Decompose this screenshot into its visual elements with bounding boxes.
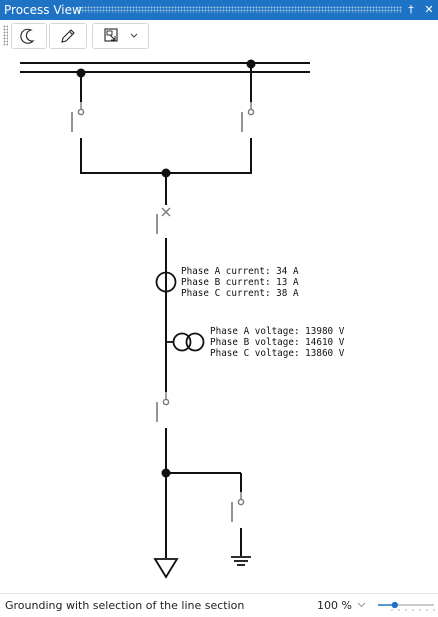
phase-a-current: Phase A current: 34 A xyxy=(181,266,299,277)
moon-icon xyxy=(20,28,35,44)
window-title: Process View xyxy=(4,3,82,17)
edit-button[interactable] xyxy=(49,23,87,49)
voltage-transformer[interactable] xyxy=(165,332,205,393)
status-text: Grounding with selection of the line sec… xyxy=(5,599,245,612)
current-readout: Phase A current: 34 A Phase B current: 1… xyxy=(181,266,299,299)
view-dropdown-button[interactable] xyxy=(92,23,149,49)
zoom-select[interactable]: 100 % xyxy=(311,596,371,614)
bus-connection-node-right xyxy=(246,59,256,102)
zoom-value: 100 % xyxy=(317,599,352,612)
bus-connection-node-left xyxy=(76,68,86,102)
zoom-slider-ticks xyxy=(391,609,435,611)
disconnector-right[interactable] xyxy=(241,102,255,173)
branch-junction xyxy=(80,168,252,205)
grounding-switch[interactable] xyxy=(231,492,245,556)
phase-c-current: Phase C current: 38 A xyxy=(181,288,299,299)
phase-b-current: Phase B current: 13 A xyxy=(181,277,299,288)
chevron-down-icon xyxy=(357,602,366,608)
status-bar: Grounding with selection of the line sec… xyxy=(0,593,438,617)
close-icon[interactable]: ✕ xyxy=(424,3,434,16)
title-bar-drag-grip[interactable] xyxy=(78,6,402,13)
select-view-icon xyxy=(104,28,118,42)
ground-icon xyxy=(231,556,251,566)
phase-a-voltage: Phase A voltage: 13980 V xyxy=(210,326,345,337)
zoom-slider[interactable] xyxy=(376,598,436,614)
toolbar-grip[interactable] xyxy=(3,25,8,46)
circuit-breaker[interactable] xyxy=(156,207,171,272)
pencil-icon xyxy=(61,29,75,43)
busbar[interactable] xyxy=(20,62,310,73)
line-disconnector[interactable] xyxy=(156,392,170,473)
grounding-junction xyxy=(161,468,242,492)
single-line-diagram xyxy=(20,59,310,579)
line-end-arrow-icon xyxy=(153,558,179,579)
pin-icon[interactable]: † xyxy=(408,3,414,16)
current-transformer[interactable] xyxy=(155,271,177,337)
chevron-down-icon xyxy=(130,33,138,38)
night-mode-button[interactable] xyxy=(11,23,47,49)
voltage-readout: Phase A voltage: 13980 V Phase B voltage… xyxy=(210,326,344,359)
disconnector-left[interactable] xyxy=(71,102,85,173)
phase-b-voltage: Phase B voltage: 14610 V xyxy=(210,337,345,348)
title-bar: Process View † ✕ xyxy=(0,0,438,20)
zoom-slider-thumb[interactable] xyxy=(391,601,398,609)
toolbar xyxy=(0,20,438,51)
phase-c-voltage: Phase C voltage: 13860 V xyxy=(210,348,345,359)
